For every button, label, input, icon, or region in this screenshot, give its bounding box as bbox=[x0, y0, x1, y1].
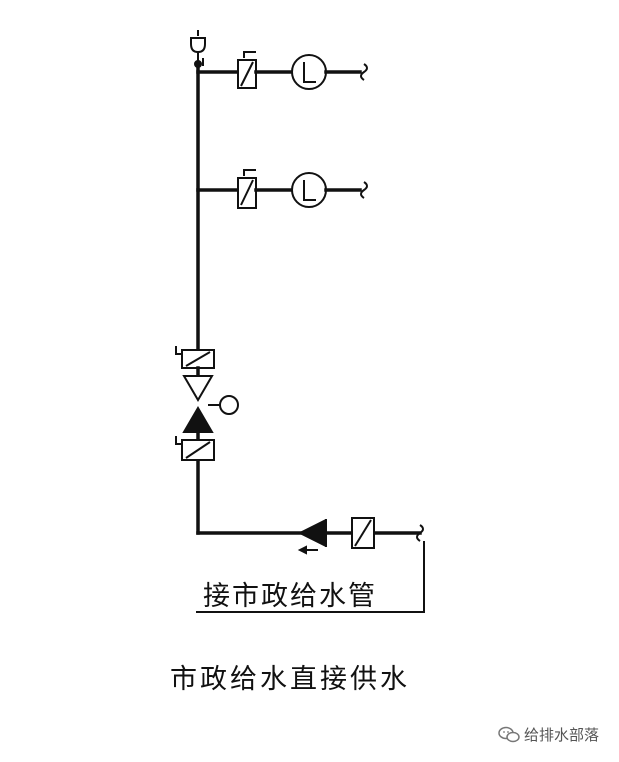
check-valve-icon bbox=[297, 519, 325, 547]
municipal-pipe-label: 接市政给水管 bbox=[203, 581, 377, 612]
riser-valve-assembly bbox=[175, 346, 239, 461]
pressure-valve-top bbox=[182, 375, 214, 402]
diagram-caption: 市政给水直接供水 bbox=[170, 664, 410, 695]
air-vent-valve bbox=[190, 30, 206, 68]
pipe-break-top bbox=[360, 63, 368, 81]
watermark: 给排水部落 bbox=[498, 724, 599, 745]
label-bracket bbox=[196, 541, 425, 613]
water-meter-icon-top bbox=[291, 54, 327, 90]
water-meter-icon-middle bbox=[291, 172, 327, 208]
watermark-text: 给排水部落 bbox=[524, 726, 600, 744]
pressure-gauge-icon bbox=[219, 395, 239, 415]
pipe-break-middle bbox=[360, 181, 368, 199]
branch-middle bbox=[196, 169, 368, 209]
pipe-break-main bbox=[416, 524, 424, 542]
pressure-valve-bottom bbox=[182, 406, 214, 433]
supply-main-valves bbox=[297, 517, 375, 555]
branch-top bbox=[196, 51, 368, 90]
chat-bubbles-icon bbox=[498, 726, 520, 742]
